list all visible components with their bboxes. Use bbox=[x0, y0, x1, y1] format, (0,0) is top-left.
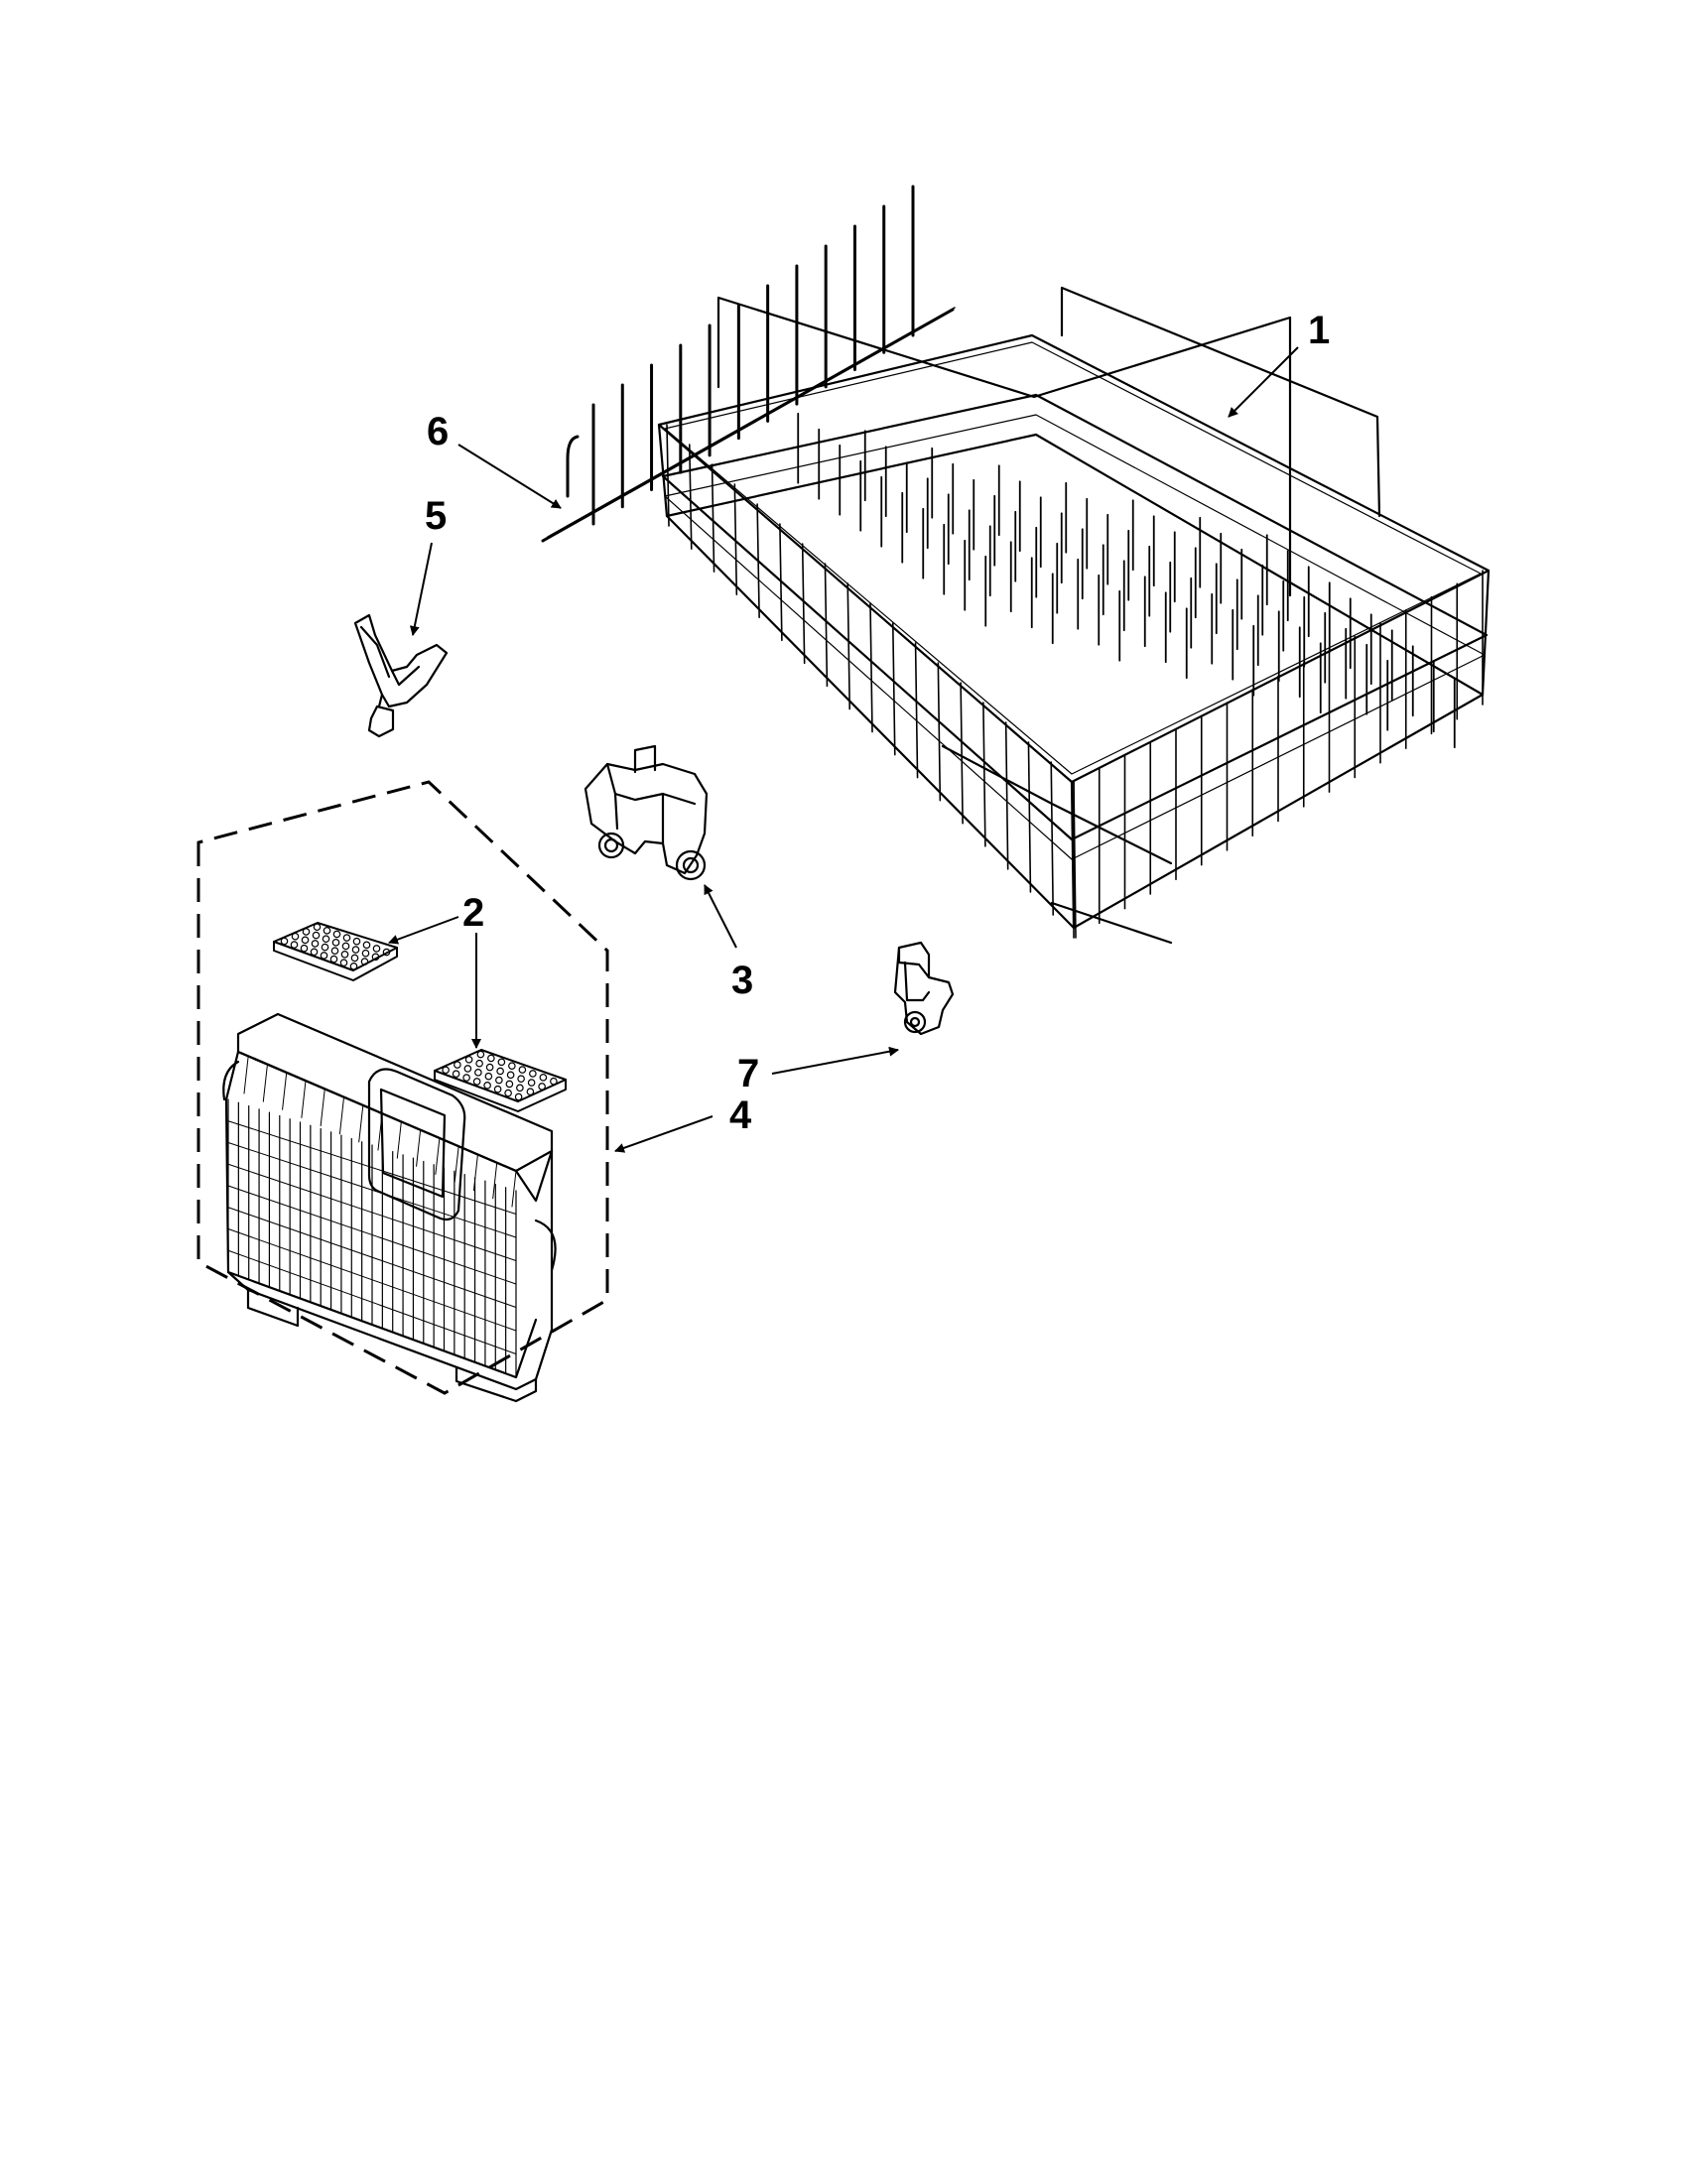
rack-stop-part bbox=[893, 941, 955, 1036]
tine-row-part bbox=[541, 185, 956, 543]
rack-adjuster-part bbox=[584, 744, 709, 881]
callout-5: 5 bbox=[425, 494, 448, 538]
silverware-basket-part bbox=[222, 1012, 557, 1403]
leader-lines bbox=[388, 346, 1299, 1153]
callout-6: 6 bbox=[427, 410, 450, 453]
basket-group-outline bbox=[196, 780, 609, 1395]
callout-2: 2 bbox=[462, 891, 485, 935]
callout-7: 7 bbox=[737, 1052, 760, 1095]
rack-clip-part bbox=[353, 613, 449, 738]
callout-3: 3 bbox=[731, 959, 754, 1002]
basket-lid-lower-part bbox=[434, 1049, 567, 1112]
rack-assembly-part bbox=[657, 286, 1491, 945]
callout-4: 4 bbox=[729, 1093, 752, 1137]
callout-1: 1 bbox=[1308, 309, 1331, 352]
basket-lid-upper-part bbox=[273, 922, 398, 981]
